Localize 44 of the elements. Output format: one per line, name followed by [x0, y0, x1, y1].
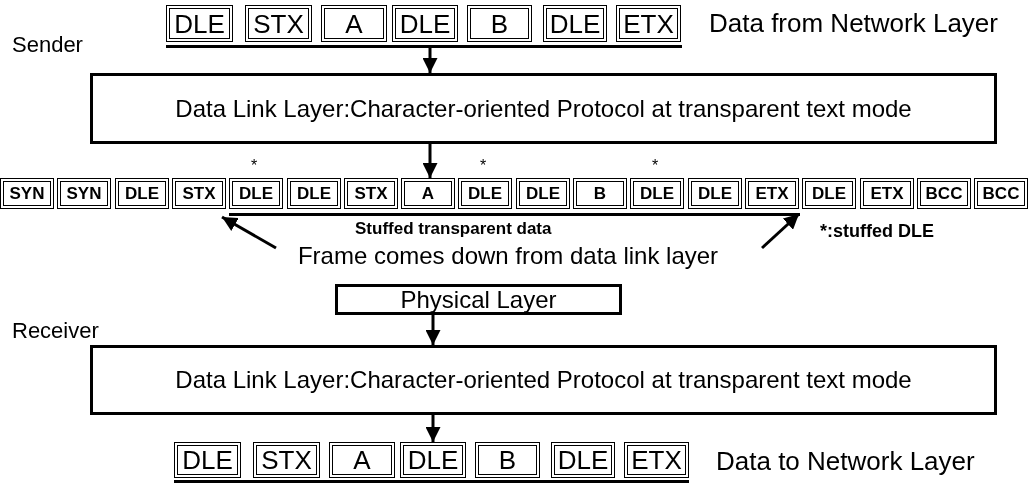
byte-box: SYN	[57, 178, 111, 209]
byte-box: DLE	[400, 442, 466, 478]
layer-box: Physical Layer	[335, 284, 622, 315]
byte-box: BCC	[974, 178, 1028, 209]
byte-box: BCC	[917, 178, 971, 209]
byte-box: DLE	[802, 178, 856, 209]
byte-box: DLE	[516, 178, 570, 209]
byte-box: DLE	[551, 442, 615, 478]
caption-text: Stuffed transparent data	[355, 219, 552, 239]
arrow	[425, 415, 441, 442]
asterisk-mark: *	[652, 157, 659, 175]
layer-box: Data Link Layer:Character-oriented Protocol at transparent text mode	[90, 73, 997, 144]
arrow	[422, 144, 438, 178]
byte-box: DLE	[688, 178, 742, 209]
byte-box: DLE	[174, 442, 241, 478]
caption-text: Data to Network Layer	[716, 446, 975, 477]
footnote-text: *:stuffed DLE	[820, 221, 934, 242]
side-label: Receiver	[12, 318, 99, 344]
arrow	[425, 315, 441, 345]
byte-box: DLE	[287, 178, 341, 209]
byte-box: ETX	[745, 178, 799, 209]
arrow	[221, 215, 277, 250]
caption-text: Frame comes down from data link layer	[258, 242, 758, 270]
layer-box: Data Link Layer:Character-oriented Protocol at transparent text mode	[90, 345, 997, 415]
arrow	[422, 48, 438, 73]
side-label: Sender	[12, 32, 83, 58]
byte-box: DLE	[115, 178, 169, 209]
byte-box: DLE	[458, 178, 512, 209]
byte-box: A	[401, 178, 455, 209]
asterisk-mark: *	[480, 157, 487, 175]
byte-box: DLE	[630, 178, 684, 209]
byte-box: DLE	[229, 178, 283, 209]
byte-box: B	[573, 178, 627, 209]
underline-bar	[166, 45, 682, 48]
byte-box: ETX	[860, 178, 914, 209]
byte-box: A	[329, 442, 395, 478]
byte-box: ETX	[624, 442, 689, 478]
byte-box: SYN	[0, 178, 54, 209]
byte-box: STX	[344, 178, 398, 209]
caption-text: Data from Network Layer	[709, 8, 998, 39]
byte-box: B	[475, 442, 540, 478]
byte-box: STX	[172, 178, 226, 209]
asterisk-mark: *	[251, 157, 258, 175]
byte-box: STX	[253, 442, 320, 478]
